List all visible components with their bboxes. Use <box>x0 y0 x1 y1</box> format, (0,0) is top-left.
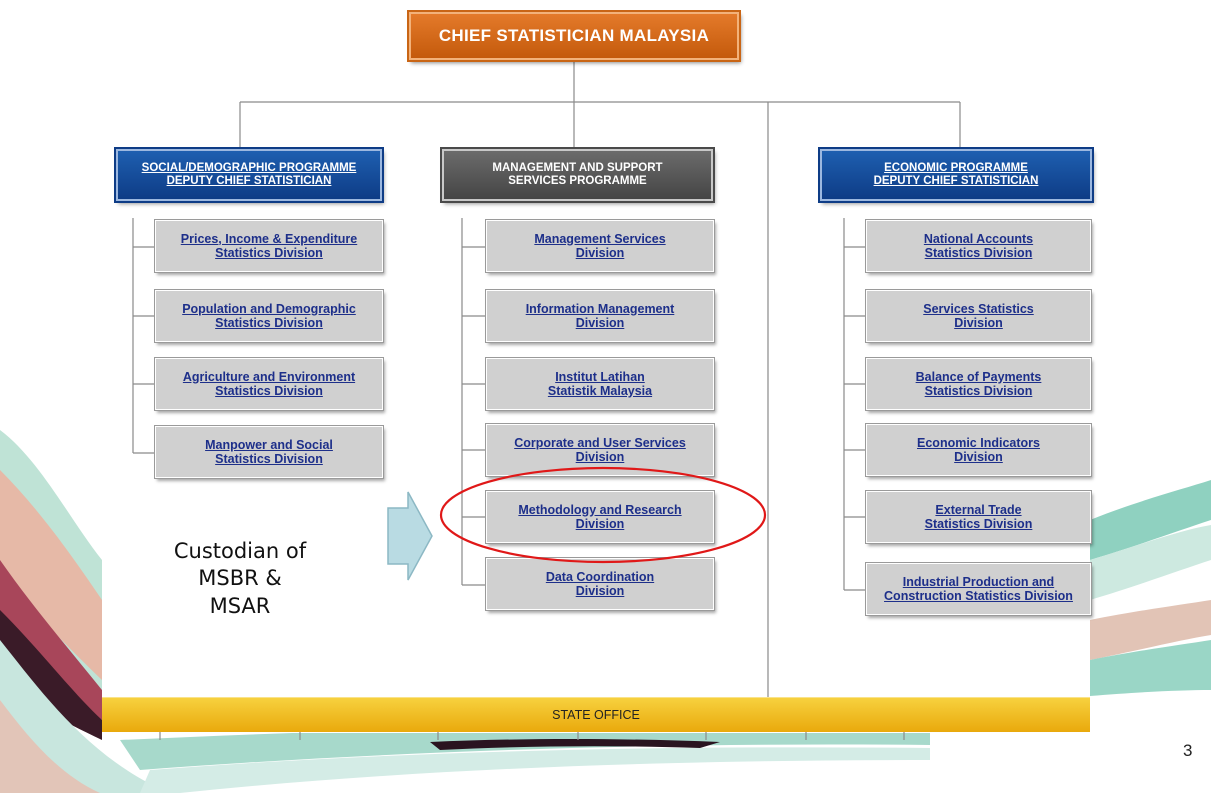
state-office-bar[interactable]: STATE OFFICE <box>102 697 1090 732</box>
division-label: Services Statistics Division <box>923 301 1034 330</box>
management-programme-box: MANAGEMENT AND SUPPORT SERVICES PROGRAMM… <box>442 149 713 201</box>
chief-statistician-label: CHIEF STATISTICIAN MALAYSIA <box>438 26 710 46</box>
division-economic-indicators[interactable]: Economic Indicators Division <box>866 424 1091 476</box>
division-manpower-social[interactable]: Manpower and Social Statistics Division <box>155 426 383 478</box>
division-label: Methodology and Research Division <box>518 502 682 531</box>
economic-programme-label: ECONOMIC PROGRAMME DEPUTY CHIEF STATISTI… <box>873 161 1039 187</box>
division-label: Agriculture and Environment Statistics D… <box>182 369 356 398</box>
chief-statistician-box: CHIEF STATISTICIAN MALAYSIA <box>409 12 739 60</box>
division-label: Institut Latihan Statistik Malaysia <box>547 369 653 398</box>
social-programme-box[interactable]: SOCIAL/DEMOGRAPHIC PROGRAMME DEPUTY CHIE… <box>116 149 382 201</box>
division-label: Economic Indicators Division <box>917 435 1040 464</box>
division-label: Information Management Division <box>525 301 675 330</box>
division-label: Prices, Income & Expenditure Statistics … <box>180 231 358 260</box>
page-corner <box>930 733 1211 793</box>
division-label: External Trade Statistics Division <box>924 502 1033 531</box>
division-data-coordination[interactable]: Data Coordination Division <box>486 558 714 610</box>
division-population-demographic[interactable]: Population and Demographic Statistics Di… <box>155 290 383 342</box>
division-label: Corporate and User Services Division <box>514 435 686 464</box>
management-programme-label: MANAGEMENT AND SUPPORT SERVICES PROGRAMM… <box>492 161 663 187</box>
division-balance-of-payments[interactable]: Balance of Payments Statistics Division <box>866 358 1091 410</box>
division-label: Population and Demographic Statistics Di… <box>182 301 356 330</box>
division-label: National Accounts Statistics Division <box>923 231 1034 260</box>
economic-programme-box[interactable]: ECONOMIC PROGRAMME DEPUTY CHIEF STATISTI… <box>820 149 1092 201</box>
division-label: Industrial Production and Construction S… <box>884 574 1073 603</box>
division-corporate-user-services[interactable]: Corporate and User Services Division <box>486 424 714 476</box>
division-prices-income-expenditure[interactable]: Prices, Income & Expenditure Statistics … <box>155 220 383 272</box>
page-number: 3 <box>1183 741 1193 760</box>
division-institut-latihan[interactable]: Institut Latihan Statistik Malaysia <box>486 358 714 410</box>
division-external-trade[interactable]: External Trade Statistics Division <box>866 491 1091 543</box>
division-information-management[interactable]: Information Management Division <box>486 290 714 342</box>
division-agriculture-environment[interactable]: Agriculture and Environment Statistics D… <box>155 358 383 410</box>
division-label: Data Coordination Division <box>545 569 655 598</box>
division-methodology-research[interactable]: Methodology and Research Division <box>486 491 714 543</box>
division-industrial-production-construction[interactable]: Industrial Production and Construction S… <box>866 563 1091 615</box>
division-label: Balance of Payments Statistics Division <box>915 369 1042 398</box>
social-programme-label: SOCIAL/DEMOGRAPHIC PROGRAMME DEPUTY CHIE… <box>141 161 357 187</box>
division-services-statistics[interactable]: Services Statistics Division <box>866 290 1091 342</box>
state-office-label: STATE OFFICE <box>552 708 640 722</box>
division-national-accounts[interactable]: National Accounts Statistics Division <box>866 220 1091 272</box>
division-label: Management Services Division <box>534 231 666 260</box>
custodian-note: Custodian of MSBR & MSAR <box>173 539 307 618</box>
division-management-services[interactable]: Management Services Division <box>486 220 714 272</box>
division-label: Manpower and Social Statistics Division <box>205 437 333 466</box>
right-arrow-icon <box>387 491 433 581</box>
